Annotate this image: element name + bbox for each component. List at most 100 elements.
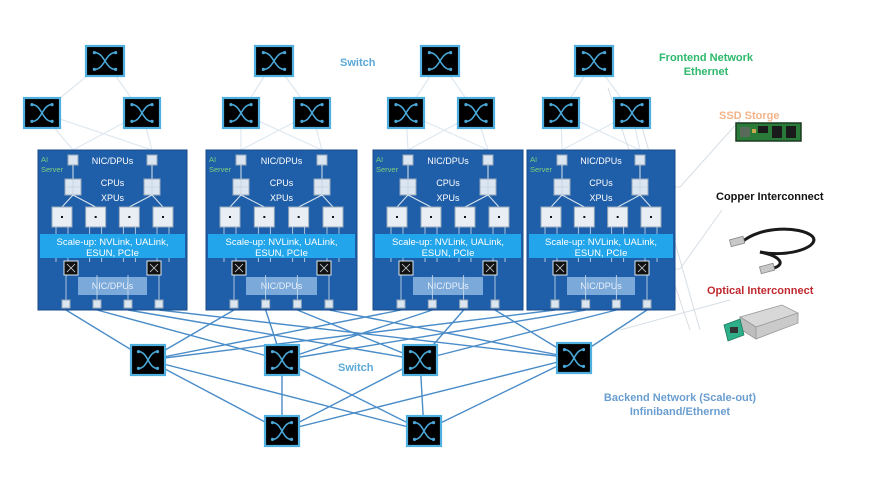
backend-link bbox=[147, 309, 402, 361]
xpus-label: XPUs bbox=[101, 193, 125, 203]
frontend-spine-switch[interactable] bbox=[253, 44, 295, 78]
frontend-leaf-switch[interactable] bbox=[22, 96, 62, 130]
backend-spine-switch[interactable] bbox=[263, 343, 301, 377]
backend-port bbox=[427, 299, 437, 309]
backend-port bbox=[396, 299, 406, 309]
backend-network-protocol: Infiniband/Ethernet bbox=[629, 406, 731, 418]
switch-icon bbox=[230, 103, 252, 123]
annotation-line bbox=[619, 299, 731, 331]
switch-icon bbox=[395, 103, 417, 123]
frontend-leaf-switch[interactable] bbox=[386, 96, 426, 130]
backend-link bbox=[281, 309, 586, 361]
backend-spine-switch[interactable] bbox=[555, 341, 593, 375]
server-tag: Server bbox=[376, 165, 399, 174]
xpus-label: XPUs bbox=[270, 193, 294, 203]
annotation-line bbox=[679, 119, 741, 188]
backend-link bbox=[419, 309, 617, 361]
switch-icon bbox=[429, 51, 451, 71]
nic-chip bbox=[556, 154, 568, 166]
copper-cable-icon bbox=[728, 227, 816, 275]
optical-transceiver-icon bbox=[723, 304, 800, 342]
nic-bottom-label: NIC/DPUs bbox=[580, 281, 622, 291]
optical-interconnect-label: Optical Interconnect bbox=[707, 285, 814, 297]
server-tag: AI bbox=[530, 155, 537, 164]
frontend-spine-switch[interactable] bbox=[84, 44, 126, 78]
cpus-label: CPUs bbox=[589, 178, 613, 188]
switch-icon bbox=[410, 350, 430, 370]
nic-bottom-panel bbox=[567, 277, 635, 295]
nic-top-label: NIC/DPUs bbox=[580, 156, 622, 166]
cpus-label: CPUs bbox=[101, 178, 125, 188]
annotation-line bbox=[679, 209, 723, 270]
backend-port bbox=[61, 299, 71, 309]
scaleup-fabric bbox=[375, 234, 521, 258]
spine-leaf-link bbox=[281, 357, 575, 432]
xpus-label: XPUs bbox=[436, 193, 460, 203]
server-tag: AI bbox=[376, 155, 383, 164]
frontend-network-protocol: Ethernet bbox=[683, 66, 729, 78]
scaleup-label: Scale-up: NVLink, UALink, bbox=[392, 237, 504, 248]
switch-icon bbox=[272, 421, 292, 441]
backend-port bbox=[459, 299, 469, 309]
server-chassis bbox=[372, 149, 524, 311]
switch-icon bbox=[263, 51, 285, 71]
switch-icon bbox=[621, 103, 643, 123]
frontend-leaf-switch[interactable] bbox=[221, 96, 261, 130]
ssd-icon bbox=[735, 122, 802, 142]
frontend-spine-switch[interactable] bbox=[573, 44, 615, 78]
nic-chip bbox=[482, 154, 494, 166]
backend-port bbox=[154, 299, 164, 309]
backend-core-switch[interactable] bbox=[263, 414, 301, 448]
switch-icon bbox=[414, 421, 434, 441]
backend-port bbox=[229, 299, 239, 309]
frontend-leaf-switch[interactable] bbox=[456, 96, 496, 130]
frontend-leaf-switch[interactable] bbox=[292, 96, 332, 130]
switch-icon bbox=[550, 103, 572, 123]
spine-leaf-link bbox=[281, 359, 421, 432]
nic-chip bbox=[67, 154, 79, 166]
frontend-spine-switch[interactable] bbox=[419, 44, 461, 78]
frontend-leaf-switch[interactable] bbox=[541, 96, 581, 130]
frontend-leaf-switch[interactable] bbox=[122, 96, 162, 130]
frontend-network-title: Frontend Network bbox=[658, 52, 754, 64]
scaleup-label: ESUN, PCIe bbox=[255, 248, 308, 259]
switches bbox=[22, 44, 652, 448]
backend-port bbox=[550, 299, 560, 309]
switch-icon bbox=[301, 103, 323, 123]
backend-core-switch[interactable] bbox=[405, 414, 443, 448]
scaleup-fabric bbox=[529, 234, 673, 258]
server-tag: Server bbox=[530, 165, 553, 174]
scaleup-label: ESUN, PCIe bbox=[86, 248, 139, 259]
server-tag: Server bbox=[209, 165, 232, 174]
frontend-network-label: Frontend Network Ethernet bbox=[648, 51, 764, 79]
backend-port bbox=[123, 299, 133, 309]
backend-spine-switch[interactable] bbox=[401, 343, 439, 377]
switch-label-top: Switch bbox=[340, 57, 376, 69]
server-tag: AI bbox=[209, 155, 216, 164]
backend-spine-switch[interactable] bbox=[129, 343, 167, 377]
frontend-leaf-switch[interactable] bbox=[612, 96, 652, 130]
cpus-label: CPUs bbox=[270, 178, 294, 188]
nic-bottom-panel bbox=[246, 277, 317, 295]
spine-leaf-link bbox=[147, 359, 425, 432]
scaleup-label: Scale-up: NVLink, UALink, bbox=[57, 237, 169, 248]
nic-chip bbox=[235, 154, 247, 166]
switch-icon bbox=[465, 103, 487, 123]
nic-bottom-label: NIC/DPUs bbox=[427, 281, 469, 291]
backend-port bbox=[581, 299, 591, 309]
nic-chip bbox=[634, 154, 646, 166]
copper-interconnect-label: Copper Interconnect bbox=[716, 191, 824, 203]
cpus-label: CPUs bbox=[436, 178, 460, 188]
backend-link bbox=[328, 309, 575, 359]
server-tag: Server bbox=[41, 165, 64, 174]
nic-top-label: NIC/DPUs bbox=[261, 156, 303, 166]
nic-bottom-panel bbox=[78, 277, 147, 295]
spine-leaf-link bbox=[423, 357, 575, 432]
nic-chip bbox=[402, 154, 414, 166]
nic-chip bbox=[146, 154, 158, 166]
